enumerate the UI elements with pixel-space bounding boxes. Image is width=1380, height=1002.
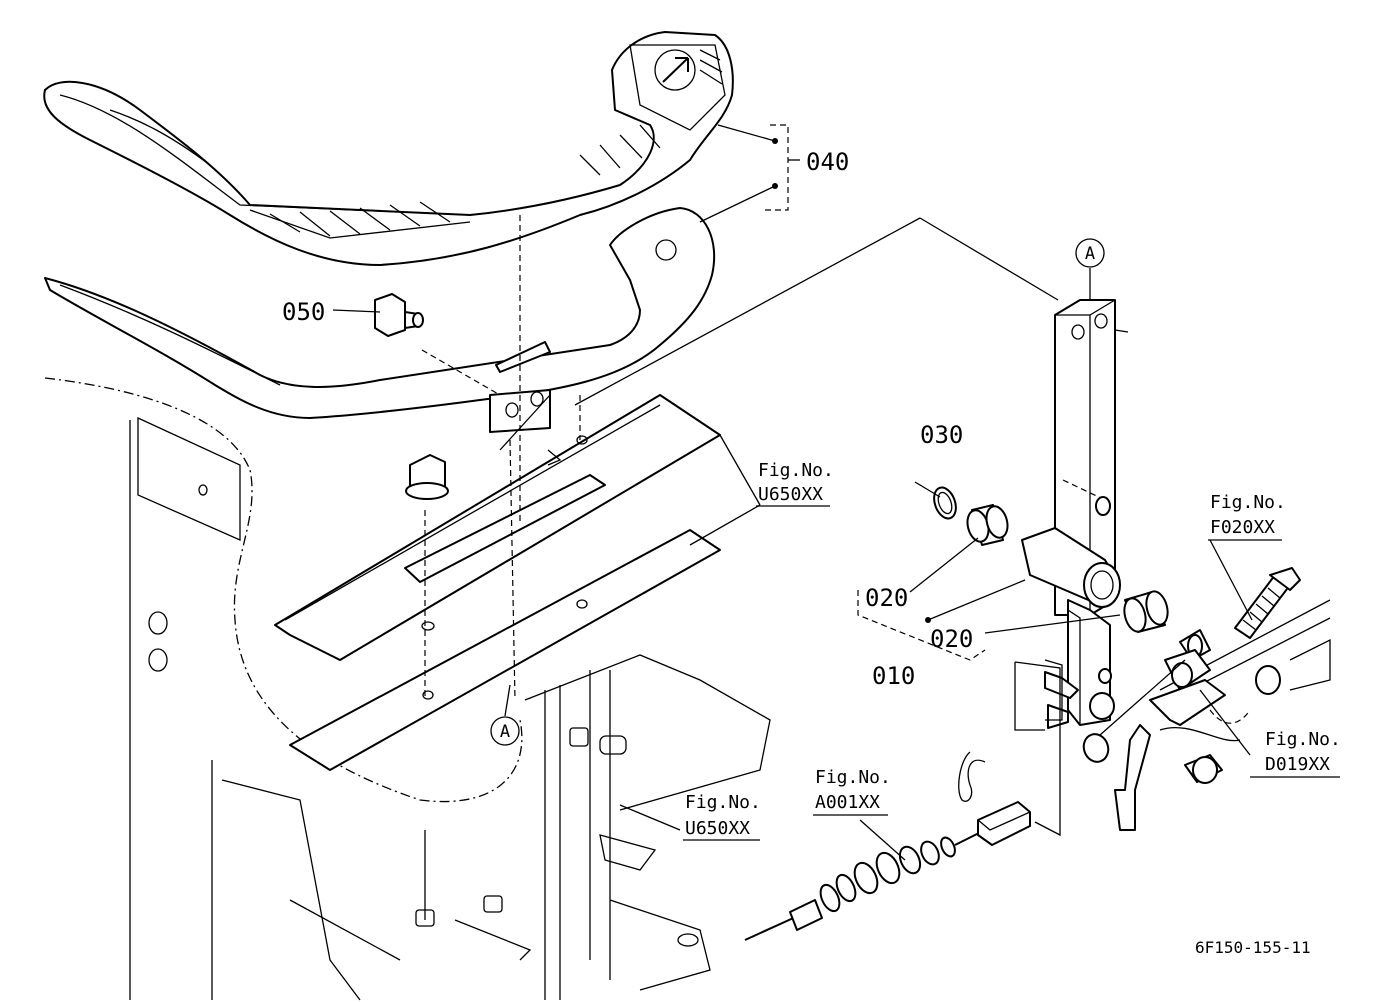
svg-text:Fig.No.: Fig.No. (758, 460, 834, 481)
handle-cover-040[interactable] (43, 31, 734, 266)
part-number-040: 040 (806, 148, 849, 176)
leader-lines (332, 124, 1253, 861)
snap-ring-030[interactable] (930, 485, 960, 522)
figure-ref-d019: Fig.No. D019XX (1250, 729, 1341, 778)
part-number-050: 050 (282, 298, 325, 326)
bracket-d019 (1082, 599, 1331, 831)
assembly-lines (421, 215, 581, 920)
floor-plates (274, 394, 721, 771)
bolt-f020 (1234, 567, 1301, 639)
svg-text:U650XX: U650XX (685, 818, 750, 839)
bushing-020-right[interactable] (1121, 589, 1171, 634)
svg-text:A001XX: A001XX (815, 792, 880, 813)
bolt-lower (405, 454, 449, 500)
svg-text:A: A (500, 722, 510, 742)
svg-text:Fig.No.: Fig.No. (1210, 492, 1286, 513)
svg-text:Fig.No.: Fig.No. (815, 767, 891, 788)
control-cable-a001 (744, 751, 1031, 941)
figure-ref-a001: Fig.No. A001XX (813, 767, 891, 816)
part-number-030: 030 (920, 421, 963, 449)
svg-text:A: A (1085, 244, 1095, 264)
drawing-code: 6F150-155-11 (1195, 938, 1311, 957)
part-number-010: 010 (872, 662, 915, 690)
svg-text:Fig.No.: Fig.No. (685, 792, 761, 813)
svg-text:U650XX: U650XX (758, 484, 823, 505)
part-number-020-right: 020 (930, 625, 973, 653)
reference-a-bottom: A (490, 716, 520, 746)
svg-text:Fig.No.: Fig.No. (1265, 729, 1341, 750)
handle-base-040[interactable] (44, 207, 716, 433)
chassis-frame (44, 377, 771, 1001)
figure-ref-u650-lower: Fig.No. U650XX (683, 792, 761, 841)
svg-text:D019XX: D019XX (1265, 754, 1330, 775)
reference-a-top: A (1075, 238, 1105, 268)
lever-assembly-010[interactable] (1021, 299, 1129, 729)
part-number-020-left: 020 (865, 584, 908, 612)
bushing-020-left[interactable] (964, 504, 1011, 546)
bolt-050[interactable] (374, 293, 424, 337)
figure-ref-u650-upper: Fig.No. U650XX (756, 460, 834, 507)
svg-text:F020XX: F020XX (1210, 517, 1275, 538)
figure-ref-f020: Fig.No. F020XX (1208, 492, 1286, 541)
